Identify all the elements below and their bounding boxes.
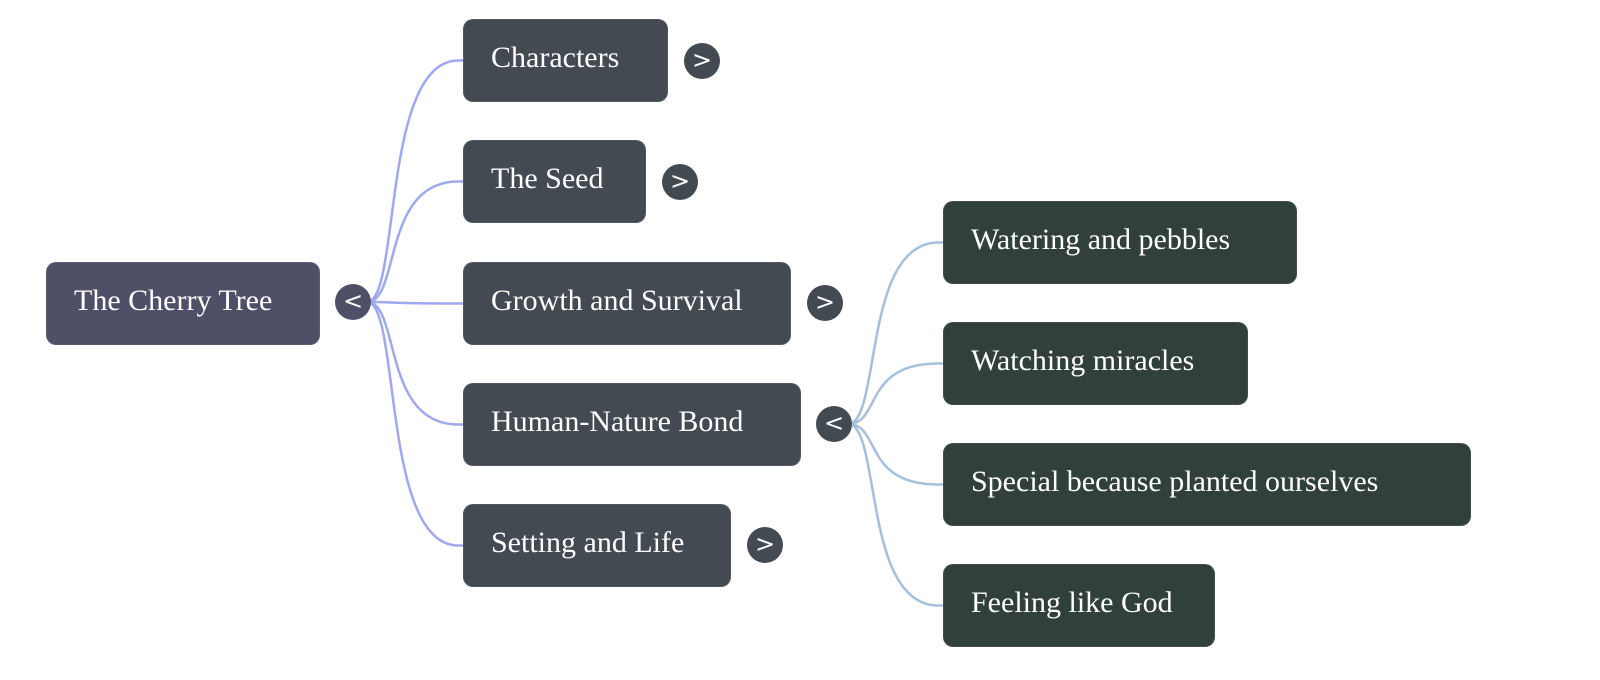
expand-icon: > bbox=[691, 46, 713, 74]
branch-node-growth-and-survival[interactable]: Growth and Survival bbox=[463, 262, 791, 345]
expand-toggle-growth-and-survival[interactable]: > bbox=[807, 285, 843, 321]
connector-root-to-branch-1 bbox=[366, 180, 463, 304]
connector-root-to-branch-3 bbox=[366, 300, 463, 426]
branch-node-setting-and-life[interactable]: Setting and Life bbox=[463, 504, 731, 587]
leaf-node-label: Watering and pebbles bbox=[971, 223, 1231, 256]
connector-bond-to-leaf-1 bbox=[847, 362, 943, 426]
connector-bond-to-leaf-3 bbox=[847, 422, 943, 607]
branch-node-label: Setting and Life bbox=[491, 526, 685, 559]
branch-node-characters[interactable]: Characters bbox=[463, 19, 668, 102]
leaf-node-label: Special because planted ourselves bbox=[971, 465, 1379, 498]
branch-node-label: Characters bbox=[491, 41, 620, 74]
branch-node-label: Human-Nature Bond bbox=[491, 405, 744, 438]
expand-icon: > bbox=[814, 288, 836, 316]
branch-node-label: Growth and Survival bbox=[491, 284, 743, 317]
leaf-node-special-because-planted-ourselves[interactable]: Special because planted ourselves bbox=[943, 443, 1471, 526]
leaf-node-watching-miracles[interactable]: Watching miracles bbox=[943, 322, 1248, 405]
collapse-icon: < bbox=[342, 287, 364, 315]
collapse-toggle-human-nature-bond[interactable]: < bbox=[816, 406, 852, 442]
root-node-label: The Cherry Tree bbox=[74, 284, 273, 317]
expand-icon: > bbox=[669, 167, 691, 195]
collapse-icon: < bbox=[823, 409, 845, 437]
root-collapse-toggle[interactable]: < bbox=[335, 284, 371, 320]
expand-toggle-setting-and-life[interactable]: > bbox=[747, 527, 783, 563]
connector-root-to-branch-4 bbox=[366, 300, 463, 547]
branch-node-label: The Seed bbox=[491, 162, 604, 195]
leaf-node-label: Watching miracles bbox=[971, 344, 1195, 377]
expand-icon: > bbox=[754, 530, 776, 558]
connector-bond-to-leaf-2 bbox=[847, 422, 943, 486]
connector-bond-to-leaf-0 bbox=[847, 241, 943, 426]
connector-root-to-branch-0 bbox=[366, 59, 463, 304]
connector-root-to-branch-2 bbox=[366, 300, 463, 305]
root-node[interactable]: The Cherry Tree bbox=[46, 262, 320, 345]
leaf-node-label: Feeling like God bbox=[971, 586, 1173, 619]
branch-node-human-nature-bond[interactable]: Human-Nature Bond bbox=[463, 383, 801, 466]
expand-toggle-the-seed[interactable]: > bbox=[662, 164, 698, 200]
branch-node-the-seed[interactable]: The Seed bbox=[463, 140, 646, 223]
expand-toggle-characters[interactable]: > bbox=[684, 43, 720, 79]
leaf-node-feeling-like-god[interactable]: Feeling like God bbox=[943, 564, 1215, 647]
leaf-node-watering-and-pebbles[interactable]: Watering and pebbles bbox=[943, 201, 1297, 284]
